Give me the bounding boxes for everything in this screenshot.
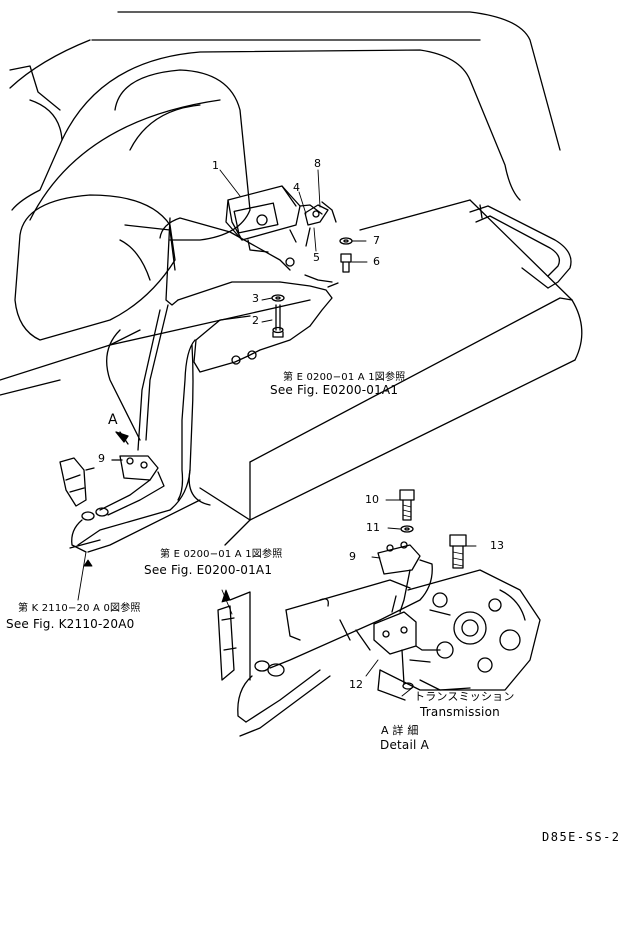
left-switch-assembly bbox=[59, 455, 201, 553]
part-number-9-upper: 9 bbox=[98, 452, 105, 465]
detail-a-pointer bbox=[115, 431, 129, 445]
upper-harness bbox=[137, 217, 339, 511]
bolt-10 bbox=[399, 489, 415, 521]
floor-plate-lower bbox=[217, 579, 411, 737]
bolt-6 bbox=[340, 253, 352, 273]
ref-e0200-upper-jp: 第 E 0200−01 A 1図参照 bbox=[283, 372, 406, 383]
leader-k2110 bbox=[77, 551, 93, 601]
bolt-13 bbox=[449, 534, 467, 569]
washer-11 bbox=[400, 525, 414, 533]
operator-seat bbox=[14, 69, 251, 441]
part-number-10: 10 bbox=[365, 493, 379, 506]
ref-e0200-lower-jp: 第 E 0200−01 A 1図参照 bbox=[160, 549, 283, 560]
ref-k2110-en: See Fig. K2110-20A0 bbox=[6, 617, 135, 631]
part-number-11: 11 bbox=[366, 521, 380, 534]
transmission-housing bbox=[377, 569, 541, 701]
transmission-label-jp: トランスミッション bbox=[414, 690, 515, 703]
leader-lines-lower bbox=[221, 499, 477, 697]
part-number-7: 7 bbox=[373, 234, 380, 247]
ref-k2110-jp: 第 K 2110−20 A 0図参照 bbox=[18, 603, 141, 614]
part-number-1: 1 bbox=[212, 159, 219, 172]
ref-e0200-upper-en: See Fig. E0200-01A1 bbox=[270, 383, 399, 397]
part-number-6: 6 bbox=[373, 255, 380, 268]
transmission-label-en: Transmission bbox=[420, 705, 500, 719]
part-number-9-lower: 9 bbox=[349, 550, 356, 563]
detail-a-label-en: Detail A bbox=[380, 738, 429, 752]
detail-a-label-jp: A 詳 細 bbox=[381, 724, 419, 737]
bolt-2 bbox=[272, 304, 284, 338]
rear-handrail bbox=[469, 204, 572, 289]
ref-e0200-lower-en: See Fig. E0200-01A1 bbox=[144, 563, 273, 577]
part-number-8: 8 bbox=[314, 157, 321, 170]
part-number-5: 5 bbox=[313, 251, 320, 264]
horn-unit bbox=[225, 185, 323, 253]
cab-outline bbox=[0, 11, 583, 546]
leader-lines-upper bbox=[219, 169, 368, 323]
part-number-12: 12 bbox=[349, 678, 363, 691]
washer-3 bbox=[271, 294, 285, 302]
part-number-2: 2 bbox=[252, 314, 259, 327]
bracket-12 bbox=[373, 595, 441, 690]
drawing-code: D85E-SS-2 bbox=[542, 830, 621, 844]
washer-7 bbox=[339, 237, 353, 245]
bracket-4-5-8 bbox=[304, 201, 337, 247]
part-number-4: 4 bbox=[293, 181, 300, 194]
detail-a-marker: A bbox=[108, 412, 118, 428]
part-number-3: 3 bbox=[252, 292, 259, 305]
part-number-13: 13 bbox=[490, 539, 504, 552]
switch-9-detail bbox=[269, 541, 433, 669]
